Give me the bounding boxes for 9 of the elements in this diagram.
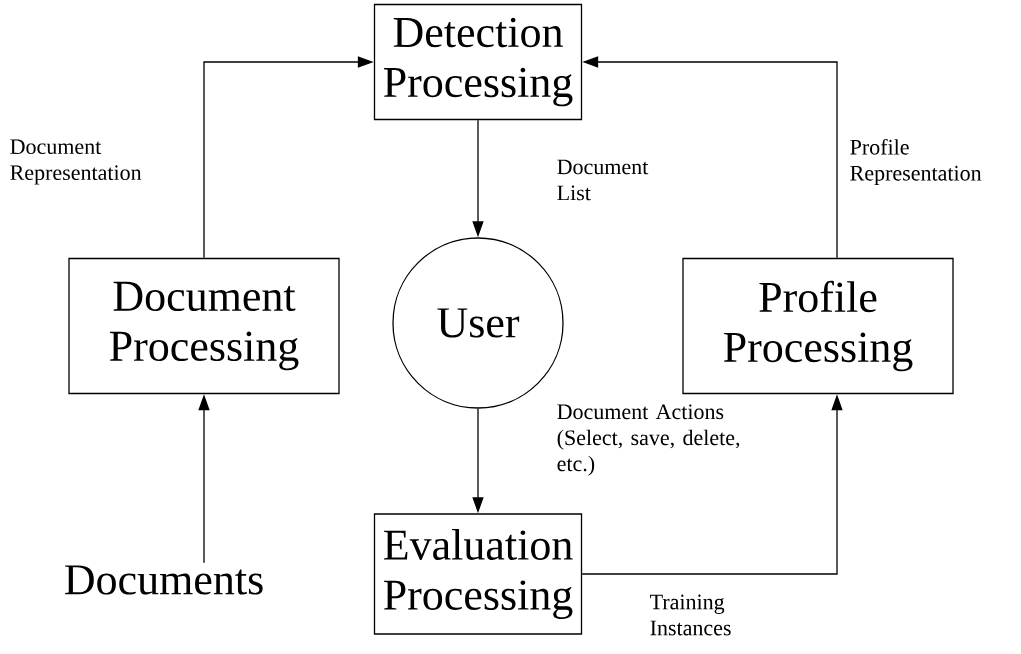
edge-label: Document Representation xyxy=(10,139,142,185)
process-box: Evaluation Processing xyxy=(373,513,583,635)
source-text: Documents xyxy=(65,565,263,595)
process-box: Profile Processing xyxy=(682,257,954,395)
process-box: Detection Processing xyxy=(373,3,583,121)
process-box: Document Processing xyxy=(68,257,340,395)
edge-label: Document List xyxy=(557,159,649,201)
edge-label: Training Instances xyxy=(650,594,731,636)
edge-label: Profile Representation xyxy=(850,138,982,186)
